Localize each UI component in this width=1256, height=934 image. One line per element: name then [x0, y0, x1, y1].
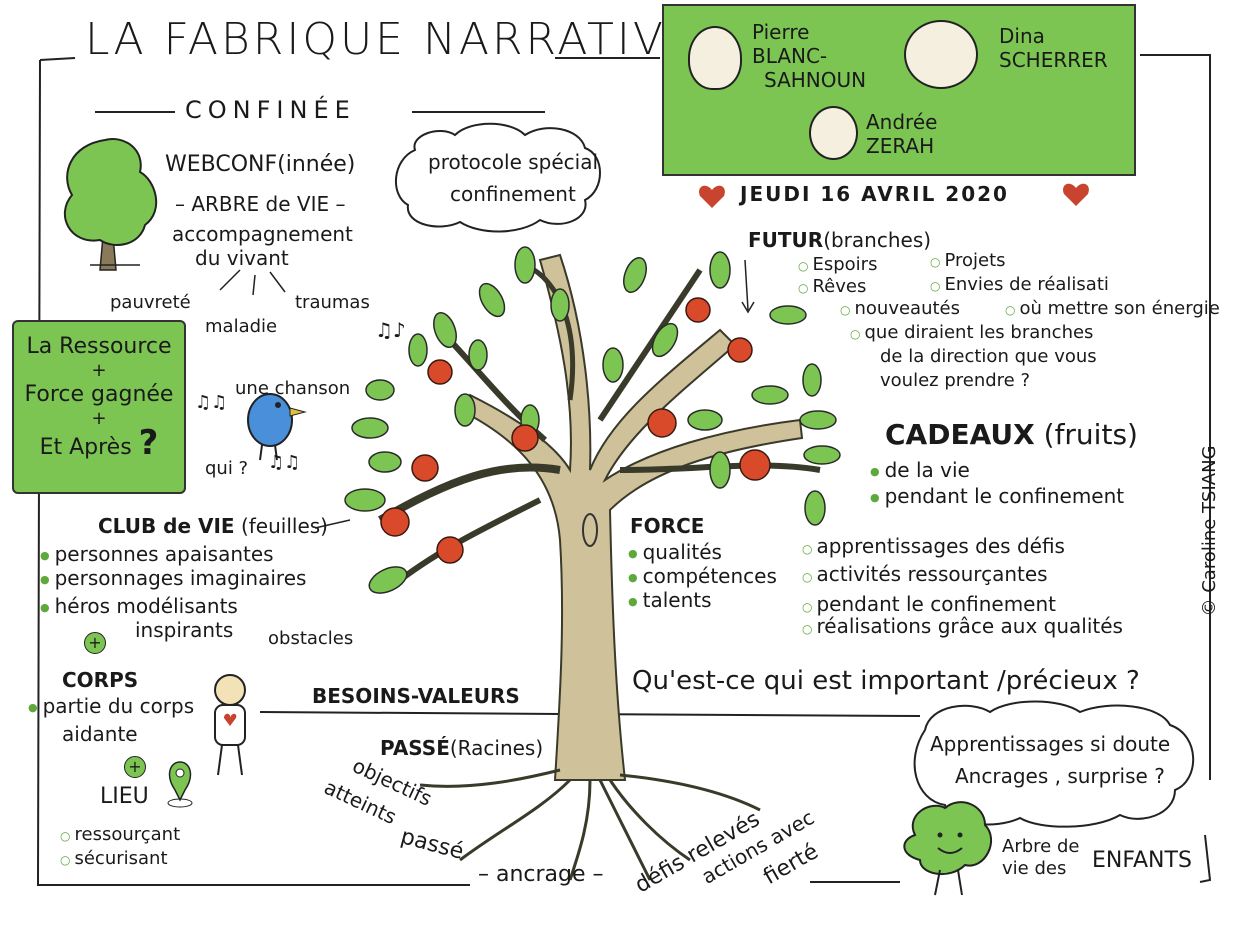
force-item-1: compétences [628, 564, 777, 590]
word-pauvrete: pauvreté [110, 292, 191, 313]
protocole-line2: confinement [450, 182, 576, 206]
page-subtitle: CONFINÉE [185, 96, 356, 124]
ressource-line3: Et Après [39, 435, 132, 460]
arrows [219, 259, 755, 529]
ressource-plus1: + [91, 360, 107, 381]
cadeaux-item-1: pendant le confinement [870, 484, 1125, 510]
besoins-valeurs: BESOINS-VALEURS [312, 684, 520, 708]
artist-signature: © Caroline TSIANG [1199, 445, 1220, 617]
appr-item-0: apprentissages des défis [802, 534, 1064, 561]
dina-portrait-icon [904, 20, 978, 89]
word-traumas: traumas [295, 292, 370, 313]
club-item-1: personnages imaginaires [40, 566, 307, 592]
futur-item-4: nouveautés [840, 298, 960, 321]
lieu-title: LIEU [100, 784, 149, 809]
lieu-item-0: ressourçant [60, 824, 180, 847]
bird-icon [247, 393, 307, 461]
ressource-line1: La Ressource [26, 334, 172, 359]
protocole-line1: protocole spécial [428, 150, 599, 174]
webconf-line3: accompagnement [172, 222, 353, 246]
webconf-line2: – ARBRE de VIE – [175, 192, 346, 216]
andree-first: Andrée [866, 110, 938, 134]
club-title: CLUB de VIE [98, 514, 235, 538]
futur-item-1: Rêves [798, 276, 866, 299]
event-date: JEUDI 16 AVRIL 2020 [740, 182, 1009, 206]
plus-icon-corps: + [84, 632, 106, 654]
small-tree-icon [63, 138, 158, 271]
cloud-line2: Ancrages , surprise ? [955, 764, 1165, 788]
cadeaux-paren: (fruits) [1043, 418, 1138, 451]
futur-paren: (branches) [823, 228, 932, 252]
pierre-last1: BLANC- [752, 44, 828, 68]
ressource-question: ? [138, 423, 159, 463]
club-paren: (feuilles) [240, 514, 328, 538]
enfants-line3: ENFANTS [1092, 848, 1192, 873]
club-extra: inspirants [135, 618, 234, 642]
force-item-2: talents [628, 588, 712, 614]
force-title: FORCE [630, 514, 705, 538]
tree-apples [380, 297, 771, 564]
andree-last: ZERAH [866, 134, 935, 158]
passe-word-3: – ancrage – [478, 862, 604, 887]
pierre-portrait-icon [688, 26, 742, 90]
map-pin-icon [167, 761, 193, 808]
futur-item-3: Envies de réalisati [930, 274, 1108, 297]
passe-paren: (Racines) [449, 736, 544, 760]
ressource-panel: La Ressource + Force gagnée + Et Après ? [12, 320, 186, 494]
authors-panel: Pierre BLANC- SAHNOUN Dina SCHERRER Andr… [662, 4, 1136, 176]
pierre-last2: SAHNOUN [764, 68, 867, 92]
futur-item-7: de la direction que vous [880, 346, 1097, 367]
corps-item-1: aidante [62, 722, 138, 746]
force-item-0: qualités [628, 540, 722, 566]
music-notes-icon-2: ♫♫ [195, 392, 228, 413]
chanson-qui: qui ? [205, 458, 249, 479]
futur-title: FUTUR [748, 228, 824, 252]
appr-item-2: pendant le confinement [802, 592, 1056, 619]
corps-title: CORPS [62, 668, 139, 692]
plus-icon-lieu: + [124, 756, 146, 778]
appr-item-1: activités ressourçantes [802, 562, 1047, 589]
appr-item-3: réalisations grâce aux qualités [802, 614, 1122, 641]
person-figure-icon [214, 674, 246, 776]
ressource-line2: Force gagnée [24, 382, 174, 407]
cloud-line1: Apprentissages si doute [930, 732, 1171, 756]
club-item-0: personnes apaisantes [40, 542, 274, 568]
futur-item-0: Espoirs [798, 254, 877, 277]
dina-first: Dina [999, 24, 1045, 48]
page-title: LA FABRIQUE NARRATIVE [85, 14, 697, 65]
protocole-cloud [394, 122, 601, 233]
important-question: Qu'est-ce qui est important /précieux ? [632, 666, 1140, 696]
ressource-plus2: + [91, 408, 107, 429]
kids-tree-icon [903, 801, 992, 896]
futur-item-5: où mettre son énergie [1005, 298, 1219, 321]
tree-leaves [344, 246, 841, 594]
music-notes-icon: ♫♪ [375, 318, 406, 342]
lieu-item-1: sécurisant [60, 848, 167, 871]
futur-item-6: que diraient les branches [850, 322, 1093, 345]
music-notes-icon-3: ♫♫ [268, 452, 301, 473]
pierre-first: Pierre [752, 20, 810, 44]
futur-item-8: voulez prendre ? [880, 370, 1031, 391]
cadeaux-item-0: de la vie [870, 458, 970, 484]
cadeaux-title: CADEAUX [885, 418, 1035, 451]
chanson-label: une chanson [235, 378, 351, 399]
enfants-line1: Arbre de [1002, 836, 1080, 857]
futur-item-2: Projets [930, 250, 1005, 273]
word-maladie: maladie [205, 316, 278, 337]
passe-title: PASSÉ [380, 736, 450, 760]
webconf-line4: du vivant [195, 246, 289, 270]
club-item-2: héros modélisants [40, 594, 238, 620]
corps-item-0: partie du corps [28, 694, 195, 720]
dina-last: SCHERRER [999, 48, 1108, 72]
andree-portrait-icon [809, 106, 858, 160]
enfants-line2: vie des [1002, 858, 1067, 879]
club-obstacles: obstacles [268, 628, 354, 649]
heart-icons [699, 183, 1089, 208]
webconf-line1: WEBCONF(innée) [165, 152, 356, 177]
